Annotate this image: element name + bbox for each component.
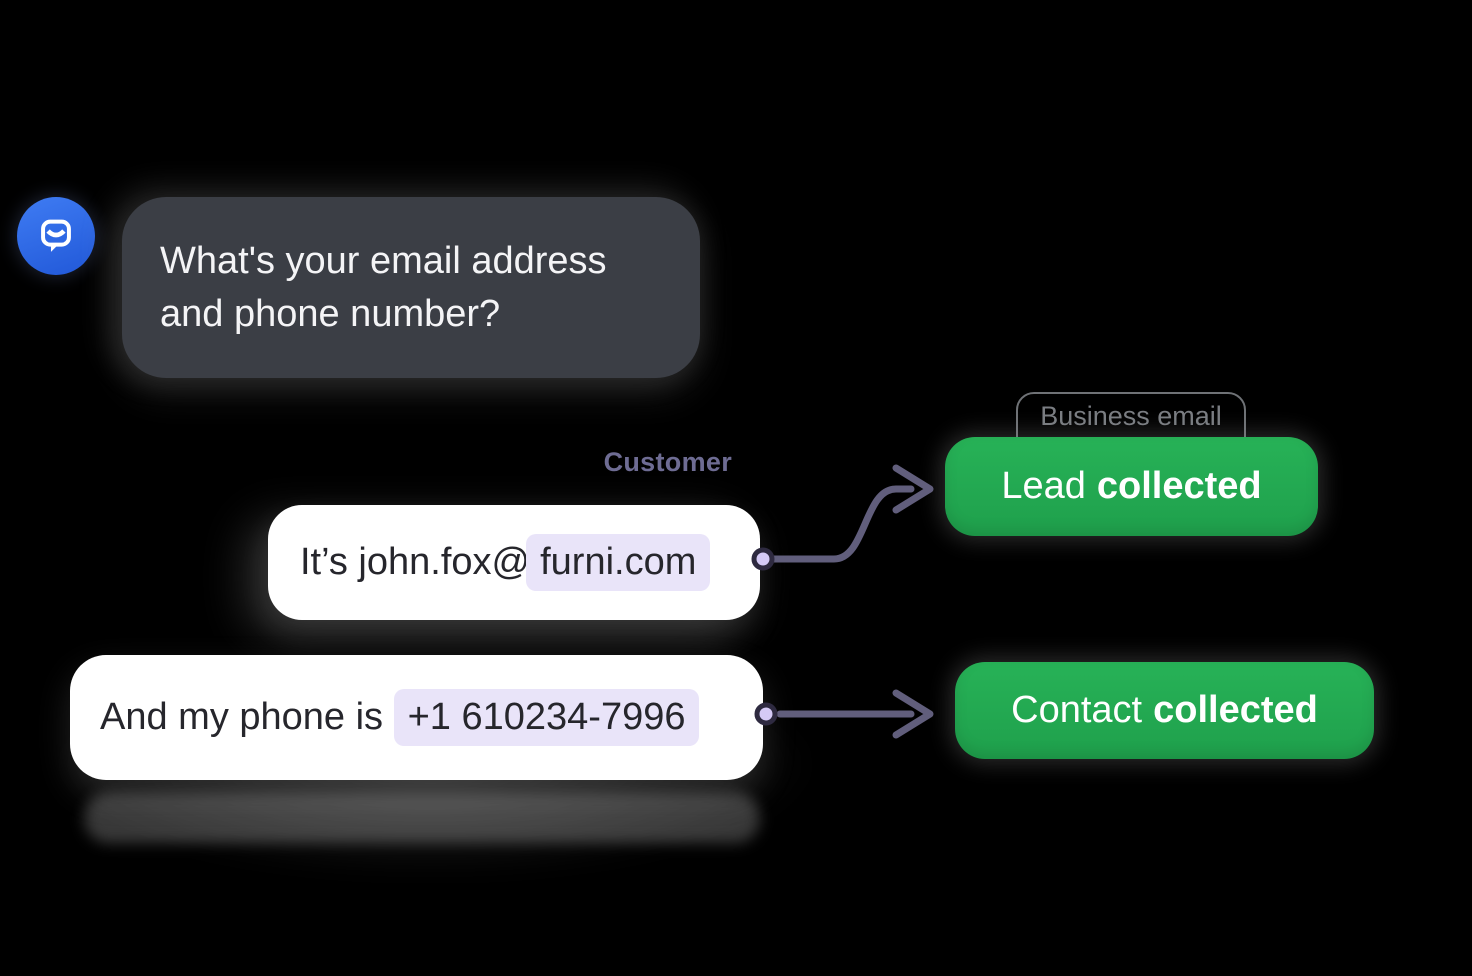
email-message-text: It’s john.fox@	[300, 541, 531, 583]
lead-badge-label-bold: collected	[1096, 465, 1262, 507]
chat-bubble-icon	[41, 219, 71, 252]
arrowhead-icon	[892, 689, 934, 739]
contact-collected-badge: Contact collected	[955, 662, 1374, 759]
business-email-tag-label: Business email	[1040, 401, 1222, 431]
bot-message-bubble: What's your email address and phone numb…	[122, 197, 700, 378]
chatbot-avatar	[17, 197, 95, 275]
phone-bubble-stack-shadow	[84, 793, 760, 843]
contact-badge-label-bold: collected	[1153, 689, 1318, 731]
arrowhead-icon	[892, 464, 934, 514]
bot-message-line-1: What's your email address	[160, 239, 607, 282]
customer-label: Customer	[603, 447, 732, 477]
customer-phone-message-bubble: And my phone is +1 610234-7996	[70, 655, 763, 780]
email-highlighted-value: furni.com	[526, 534, 711, 591]
lead-collected-badge: Lead collected	[945, 437, 1318, 536]
lead-badge-label: Lead	[1001, 465, 1086, 507]
contact-badge-label: Contact	[1011, 689, 1143, 731]
customer-email-message-bubble: It’s john.fox@furni.com	[268, 505, 760, 620]
phone-highlighted-value: +1 610234-7996	[393, 689, 700, 746]
lead-connector-arrow	[751, 464, 934, 571]
bot-message-line-2: and phone number?	[160, 292, 501, 335]
phone-message-text: And my phone is	[100, 696, 394, 738]
